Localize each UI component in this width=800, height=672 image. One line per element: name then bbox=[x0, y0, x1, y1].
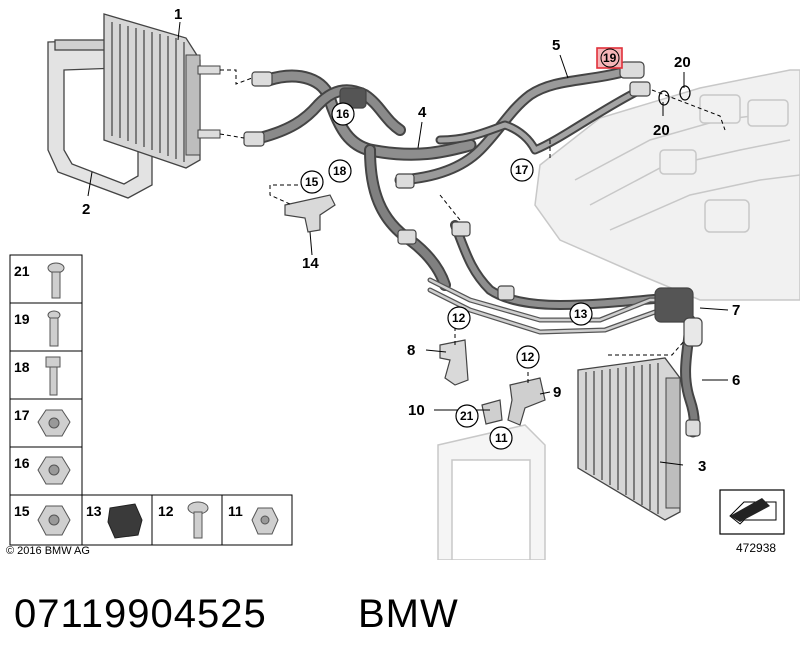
legend-screw-12-icon bbox=[187, 501, 209, 539]
callout-3: 3 bbox=[698, 458, 706, 475]
callout-10: 10 bbox=[408, 402, 425, 419]
legend-label-11: 11 bbox=[228, 503, 243, 519]
callout-20-top: 20 bbox=[674, 54, 691, 71]
legend-label-17: 17 bbox=[14, 407, 30, 423]
callout-9: 9 bbox=[553, 384, 561, 401]
legend-nut-11-icon bbox=[251, 507, 279, 535]
dashed-leaders bbox=[219, 69, 726, 385]
circled-19: 19 bbox=[603, 51, 617, 65]
diagram-badge bbox=[719, 489, 785, 535]
callout-14: 14 bbox=[302, 255, 319, 272]
legend-label-18: 18 bbox=[14, 359, 30, 375]
highlight-box-19 bbox=[596, 47, 623, 69]
callout-4: 4 bbox=[418, 104, 427, 121]
circled-callouts bbox=[300, 102, 593, 450]
circled-13: 13 bbox=[574, 307, 588, 321]
legend-bolt-18-icon bbox=[45, 356, 61, 396]
legend-bolt-21-icon bbox=[47, 262, 65, 299]
parts-diagram: 1 2 3 4 5 6 7 8 9 10 14 20 20 16 15 18 1… bbox=[6, 6, 800, 560]
legend-bolt-19-icon bbox=[47, 310, 61, 347]
callout-6: 6 bbox=[732, 372, 740, 389]
circled-11: 11 bbox=[495, 431, 508, 445]
legend-label-12: 12 bbox=[158, 503, 174, 519]
transmission-oil-cooler-upper bbox=[103, 13, 221, 169]
transmission-oil-cooler-lower bbox=[577, 357, 681, 521]
hose-fittings bbox=[243, 61, 703, 437]
legend-nut-16-icon bbox=[37, 456, 71, 485]
callout-8: 8 bbox=[407, 342, 415, 359]
legend-label-15: 15 bbox=[14, 503, 30, 519]
circled-18: 18 bbox=[333, 164, 347, 178]
o-rings bbox=[658, 85, 691, 106]
callout-2: 2 bbox=[82, 201, 90, 218]
clip-9 bbox=[481, 377, 546, 426]
callout-1: 1 bbox=[174, 6, 182, 23]
circled-16: 16 bbox=[336, 107, 350, 121]
circled-21: 21 bbox=[460, 409, 474, 423]
circled-12-upper: 12 bbox=[452, 311, 466, 325]
circled-15: 15 bbox=[305, 175, 319, 189]
circled-12-lower: 12 bbox=[521, 350, 535, 364]
legend-label-19: 19 bbox=[14, 311, 30, 327]
brand-name: BMW bbox=[358, 592, 459, 636]
engine-block-ghost bbox=[534, 69, 800, 301]
bracket-8 bbox=[439, 339, 469, 386]
callout-20-bottom: 20 bbox=[653, 122, 670, 139]
copyright: © 2016 BMW AG bbox=[6, 545, 90, 557]
legend-label-21: 21 bbox=[14, 263, 30, 279]
legend-label-13: 13 bbox=[86, 503, 102, 519]
legend-nut-17-icon bbox=[37, 409, 71, 437]
bracket-14 bbox=[284, 194, 336, 233]
callout-7: 7 bbox=[732, 302, 740, 319]
part-number: 07119904525 bbox=[14, 592, 267, 636]
legend-grommet-13-icon bbox=[107, 503, 143, 539]
diagram-number: 472938 bbox=[736, 541, 776, 555]
callout-leaders bbox=[87, 21, 729, 466]
radiator-frame-ghost bbox=[437, 424, 546, 560]
legend-label-16: 16 bbox=[14, 455, 30, 471]
callout-5: 5 bbox=[552, 37, 560, 54]
legend-nut-15-icon bbox=[37, 505, 71, 536]
circled-17: 17 bbox=[515, 163, 529, 177]
